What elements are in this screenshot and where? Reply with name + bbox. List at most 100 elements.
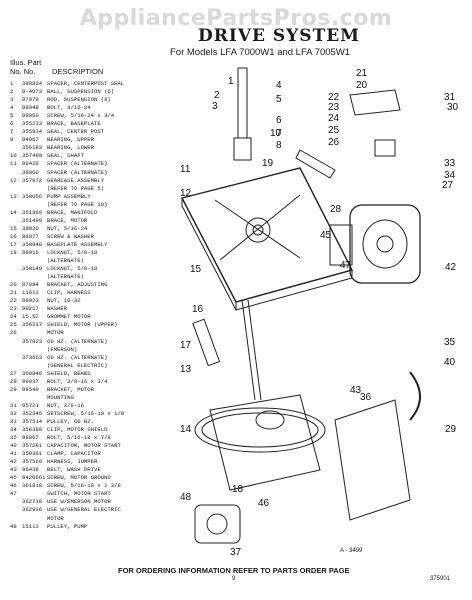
adjusting-bracket: [349, 89, 401, 116]
callout-46: 46: [258, 498, 270, 509]
callout-45: 45: [320, 230, 332, 241]
part-number: 90429: [22, 160, 39, 168]
part-number: 358056: [22, 192, 43, 200]
part-description: SWITCH, MOTOR START: [47, 490, 111, 498]
part-number: 90217: [22, 305, 39, 313]
callout-15: 15: [190, 264, 202, 275]
illus-number: 26: [10, 329, 17, 337]
callout-10: 10: [270, 128, 282, 139]
callout-47: 47: [340, 260, 352, 271]
illus-number: 22: [10, 297, 17, 305]
illus-number: 6: [10, 120, 14, 128]
callout-36: 36: [360, 392, 372, 403]
part-number: 357560: [22, 458, 43, 466]
part-number: 94067: [22, 136, 39, 144]
illus-number: 41: [10, 450, 17, 458]
part-description: BOLT, 3/8-16 x 3/4: [47, 377, 108, 385]
part-number: 98016: [22, 248, 39, 256]
part-description: (GENERAL ELECTRIC): [47, 361, 108, 369]
parts-list-row: (REFER TO PAGE 10): [10, 201, 145, 209]
part-number: 15113: [22, 522, 39, 530]
callout-48: 48: [180, 492, 192, 503]
part-description: MOTOR: [47, 514, 64, 522]
illus-number: 23: [10, 305, 17, 313]
part-number: 98877: [22, 232, 39, 240]
callout-1: 1: [228, 76, 234, 87]
part-description: LOCKNUT, 5/8-18: [47, 248, 98, 256]
drawing-code: A - 3499: [340, 548, 363, 554]
part-description: MOUNTING: [47, 393, 74, 401]
callout-17: 17: [180, 340, 192, 351]
callout-19: 19: [262, 158, 274, 169]
illus-number: 17: [10, 240, 17, 248]
parts-list-header: Illus. Part No. No. DESCRIPTION: [10, 58, 103, 76]
illus-number: 16: [10, 232, 17, 240]
part-description: SPACER, CENTERPOST SEAL: [47, 80, 125, 87]
callout-40: 40: [444, 357, 456, 368]
part-description: BRACKET, MOTOR: [47, 385, 94, 393]
illus-number: 14: [10, 208, 17, 216]
callout-28: 28: [330, 204, 342, 215]
parts-list-row: (REFER TO PAGE 5): [10, 185, 145, 193]
part-description: BOLT, 5/16-18 x 7/8: [47, 434, 111, 442]
callout-11: 11: [180, 164, 191, 175]
callout-2: 2: [214, 90, 220, 101]
page-title: DRIVE SYSTEM: [198, 26, 361, 46]
illus-number: 25: [10, 321, 17, 329]
no-label: No. No.: [10, 67, 36, 76]
part-number: 87084: [22, 281, 39, 289]
part-description: CAPACITOR, MOTOR START: [47, 442, 121, 450]
parts-list-row: (GENERAL ELECTRIC): [10, 362, 145, 370]
callout-37: 37: [230, 547, 242, 558]
illus-number: 48: [10, 522, 17, 530]
page-number: 9: [232, 576, 236, 582]
callout-12: 12: [180, 188, 192, 199]
part-description: SETSCREW, 5/16-18 x 1/8: [47, 409, 125, 417]
part-number: 357972: [22, 176, 43, 184]
part-number: 11613: [22, 289, 39, 297]
illus-number: 2: [10, 88, 14, 96]
part-number: 98948: [22, 104, 39, 112]
part-description: GEARCASE ASSEMBLY: [47, 176, 105, 184]
part-number: 373663: [22, 353, 43, 361]
part-description: CLIP, HARNESS: [47, 289, 91, 297]
part-number: 357514: [22, 417, 43, 425]
part-description: BRACE, BASEPLATE: [47, 120, 101, 128]
part-number: 361818: [22, 482, 43, 490]
callout-7: 7: [276, 128, 282, 139]
callout-31: 31: [444, 92, 456, 103]
illus-number: 12: [10, 176, 17, 184]
description-label: DESCRIPTION: [52, 67, 104, 76]
part-description: BRACE, MOTOR: [47, 216, 88, 224]
part-number: 357281: [22, 442, 43, 450]
part-description: SHIELD, MOTOR (UPPER): [47, 321, 118, 329]
part-description: (ALTERNATE): [47, 273, 84, 281]
part-number: 38060: [22, 168, 39, 176]
part-number: 362936: [22, 506, 43, 514]
illus-number: 33: [10, 417, 17, 425]
callout-42: 42: [445, 262, 457, 273]
part-description: SEAL, SHAFT: [47, 152, 84, 160]
part-number: 9420661: [22, 474, 46, 482]
part-number: 351360: [22, 208, 43, 216]
